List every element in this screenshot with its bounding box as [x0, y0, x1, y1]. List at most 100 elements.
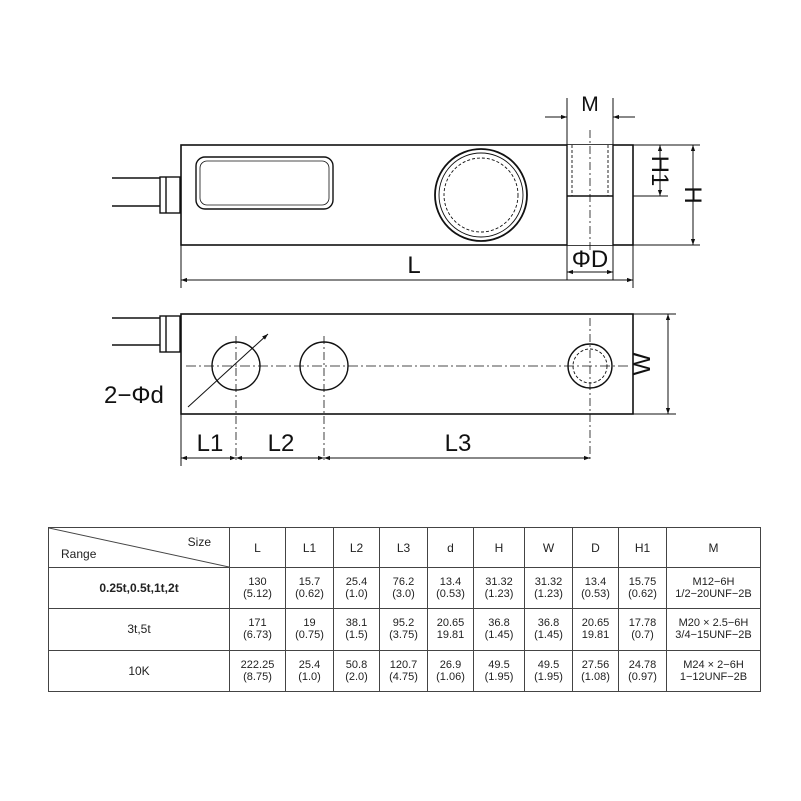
column-header: H1: [618, 527, 667, 568]
cell-primary-value: 20.65: [436, 617, 465, 630]
cell-primary-value: 27.56: [581, 658, 610, 671]
cell-primary-value: 31.32: [534, 576, 563, 589]
table-cell: 49.5(1.95): [524, 649, 573, 693]
cell-primary-value: 49.5: [488, 658, 510, 671]
cell-secondary-value: (1.45): [534, 629, 563, 642]
label-h1: H1: [646, 156, 673, 187]
cell-primary-value: 130: [248, 576, 267, 589]
column-header: L1: [285, 527, 334, 568]
table-cell: 36.8(1.45): [473, 608, 525, 651]
table-cell: 38.1(1.5): [333, 608, 380, 651]
dimension-l: [180, 245, 634, 288]
cell-secondary-value: (1.0): [345, 588, 368, 601]
corner-range-label: Range: [61, 547, 97, 561]
cell-primary-value: M20 × 2.5−6H: [678, 617, 749, 630]
cell-secondary-value: (1.95): [484, 670, 514, 683]
cell-primary-value: 20.65: [581, 617, 610, 630]
load-cell-technical-drawing: M H1 H ΦD L: [104, 93, 706, 466]
column-header: H: [473, 527, 525, 568]
label-m: M: [581, 93, 599, 116]
cell-secondary-value: (1.08): [581, 670, 610, 683]
cell-primary-value: 222.25: [240, 658, 275, 671]
specification-table: Size Range L L1 L2 L3 d H W D H1 M 0.25t…: [48, 527, 761, 693]
table-cell: 25.4(1.0): [285, 649, 334, 693]
holes-leader: [187, 333, 269, 408]
table-cell: 171(6.73): [229, 608, 286, 651]
cell-secondary-value: (8.75): [243, 670, 272, 683]
label-l3: L3: [445, 430, 472, 457]
cell-primary-value: 17.78: [628, 617, 657, 630]
table-cell: 13.4(0.53): [572, 566, 619, 610]
cell-primary-value: 15.75: [628, 576, 657, 589]
cell-secondary-value: (0.62): [628, 588, 657, 601]
cell-secondary-value: (5.12): [243, 588, 272, 601]
table-cell: 36.8(1.45): [524, 608, 573, 651]
label-recess: [195, 156, 334, 210]
gauge-cover: [434, 148, 528, 242]
corner-size-label: Size: [187, 535, 211, 549]
cell-secondary-value: (1.23): [484, 588, 514, 601]
cell-primary-value: 50.8: [345, 658, 368, 671]
table-cell: 31.32(1.23): [473, 566, 525, 610]
column-header: W: [524, 527, 573, 568]
cell-primary-value: 36.8: [537, 617, 560, 630]
label-l: L: [407, 252, 420, 279]
cell-primary-value: 26.9: [439, 658, 462, 671]
label-l2: L2: [268, 430, 295, 457]
cell-secondary-value: (3.0): [392, 588, 415, 601]
cell-primary-value: 24.78: [628, 658, 657, 671]
cell-secondary-value: (0.97): [628, 670, 657, 683]
cell-secondary-value: (0.62): [295, 588, 324, 601]
table-cell: 50.8(2.0): [333, 649, 380, 693]
side-view: [112, 98, 700, 288]
column-header: L3: [379, 527, 428, 568]
column-header: d: [427, 527, 474, 568]
cell-primary-value: 25.4: [345, 576, 368, 589]
row-range-label: 10K: [48, 649, 230, 693]
cell-primary-value: 171: [248, 617, 267, 630]
cell-secondary-value: (0.75): [295, 629, 324, 642]
table-cell: 222.25(8.75): [229, 649, 286, 693]
table-cell: 27.56(1.08): [572, 649, 619, 693]
column-header: D: [572, 527, 619, 568]
cell-secondary-value: 19.81: [436, 629, 465, 642]
cell-secondary-value: (1.95): [534, 670, 563, 683]
cell-secondary-value: (6.73): [243, 629, 272, 642]
cell-secondary-value: (2.0): [345, 670, 368, 683]
cable-side: [112, 176, 181, 214]
row-range-label: 0.25t,0.5t,1t,2t: [48, 566, 230, 610]
cell-secondary-value: (1.23): [534, 588, 563, 601]
cell-secondary-value: 1/2−20UNF−2B: [675, 588, 752, 601]
cell-primary-value: M12−6H: [692, 576, 735, 589]
cell-secondary-value: (0.53): [581, 588, 610, 601]
table-cell: 19(0.75): [285, 608, 334, 651]
cable-top: [112, 315, 181, 353]
cell-primary-value: M24 × 2−6H: [683, 658, 744, 671]
beam-body-side: [180, 144, 634, 246]
cell-primary-value: 31.32: [485, 576, 513, 589]
mounting-hole-section: [566, 130, 614, 250]
table-cell: 15.7(0.62): [285, 566, 334, 610]
dimension-w: [633, 313, 676, 415]
table-cell: 17.78(0.7): [618, 608, 667, 651]
label-2-phi-d: 2−Φd: [104, 382, 164, 409]
cell-secondary-value: (1.0): [298, 670, 321, 683]
column-header: L: [229, 527, 286, 568]
cell-primary-value: 120.7: [389, 658, 418, 671]
cell-secondary-value: (1.5): [345, 629, 368, 642]
cell-primary-value: 38.1: [345, 617, 368, 630]
cell-secondary-value: 1−12UNF−2B: [679, 670, 748, 683]
cell-primary-value: 13.4: [584, 576, 607, 589]
cell-primary-value: 95.2: [392, 617, 415, 630]
dimension-l1-l2-l3: [180, 414, 590, 466]
table-cell: 76.2(3.0): [379, 566, 428, 610]
beam-body-top: [180, 313, 634, 415]
dimension-h: [633, 144, 700, 246]
table-cell: 130(5.12): [229, 566, 286, 610]
